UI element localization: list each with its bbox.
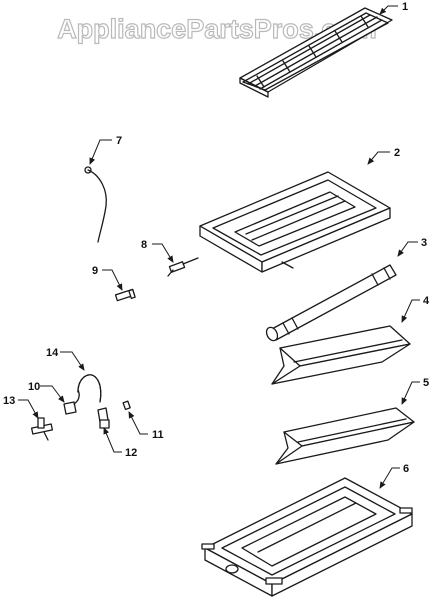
leader-11 (128, 411, 148, 435)
part-2-drip-tray[interactable] (199, 171, 391, 273)
callout-10: 10 (28, 381, 40, 393)
callout-14: 14 (46, 347, 59, 359)
leader-13 (18, 399, 39, 419)
part-3-burner-tube[interactable] (264, 264, 397, 343)
leader-2 (367, 151, 390, 165)
callout-6: 6 (403, 463, 409, 475)
part-9-igniter[interactable] (114, 288, 136, 302)
watermark-text: AppliancePartsPros.com (57, 14, 377, 44)
part-6-burner-box[interactable] (201, 477, 413, 597)
part-5-heat-shield[interactable] (275, 407, 415, 465)
part-4-heat-shield[interactable] (271, 325, 411, 385)
leader-12 (103, 427, 122, 453)
callout-5: 5 (423, 377, 429, 389)
callout-11: 11 (152, 429, 164, 441)
callout-3: 3 (421, 237, 427, 249)
leader-14 (60, 351, 85, 371)
part-7-igniter-wire[interactable] (84, 166, 107, 243)
leader-6 (379, 467, 400, 489)
part-1-grate[interactable] (239, 7, 393, 98)
callout-12: 12 (125, 447, 137, 459)
leader-4 (401, 299, 420, 323)
callout-13: 13 (3, 395, 15, 407)
leader-7 (89, 139, 112, 165)
leader-5 (401, 381, 420, 405)
leader-3 (397, 241, 418, 257)
leader-8 (152, 243, 174, 263)
part-10-elbow-fitting[interactable] (63, 389, 80, 415)
callout-1: 1 (402, 1, 408, 13)
leader-1 (379, 5, 398, 15)
callout-9: 9 (92, 265, 98, 277)
callout-7: 7 (116, 135, 122, 147)
leader-9 (102, 269, 123, 291)
part-11-small-fitting[interactable] (122, 400, 131, 411)
part-14-flex-hose[interactable] (77, 374, 102, 403)
leader-10 (40, 385, 65, 403)
callout-4: 4 (423, 295, 430, 307)
callout-8: 8 (141, 239, 147, 251)
callout-2: 2 (394, 147, 400, 159)
part-8-electrode[interactable] (167, 257, 199, 277)
part-13-regulator-valve[interactable] (30, 417, 54, 441)
part-12-valve-fitting[interactable] (97, 407, 110, 429)
